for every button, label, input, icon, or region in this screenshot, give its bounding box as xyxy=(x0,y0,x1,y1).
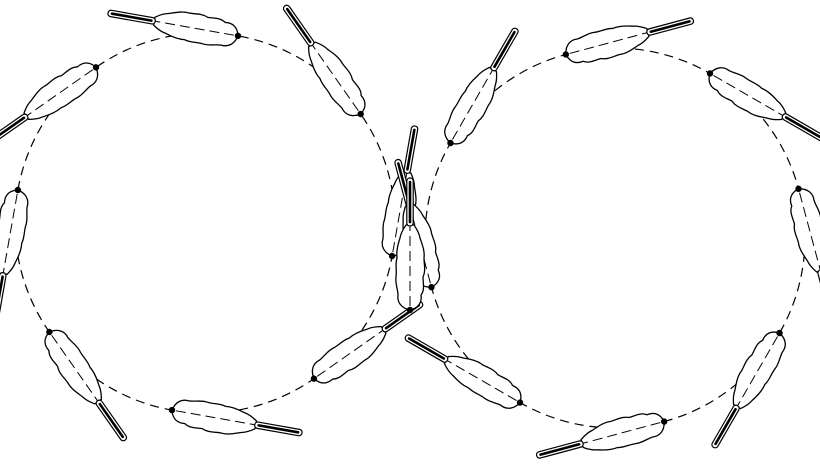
sperm-cell-icon xyxy=(399,324,531,417)
sperm-cell-icon xyxy=(166,396,304,448)
sperm-cell-icon xyxy=(0,184,32,322)
sperm-cell-icon xyxy=(273,0,374,125)
cell-tail-core xyxy=(409,339,444,359)
sperm-cell-icon xyxy=(0,54,107,155)
cell-tail-core xyxy=(494,32,514,67)
cell-tail-core xyxy=(100,404,123,437)
sperm-cell-icon xyxy=(106,0,244,50)
cell-head-dot xyxy=(407,307,413,313)
sperm-cell-icon xyxy=(36,321,137,448)
cell-tail-core xyxy=(287,9,310,42)
cell-body xyxy=(784,185,820,275)
cell-tail-core xyxy=(716,409,736,444)
sperm-cell-icon xyxy=(533,407,671,467)
sperm-cell-icon xyxy=(700,60,820,153)
sperm-cell-icon xyxy=(559,7,697,70)
sperm-cell-icon xyxy=(701,323,794,455)
sperm-cell-icon xyxy=(437,22,530,154)
cell-tail-core xyxy=(786,117,820,137)
sperm-cell-icon xyxy=(784,182,820,320)
